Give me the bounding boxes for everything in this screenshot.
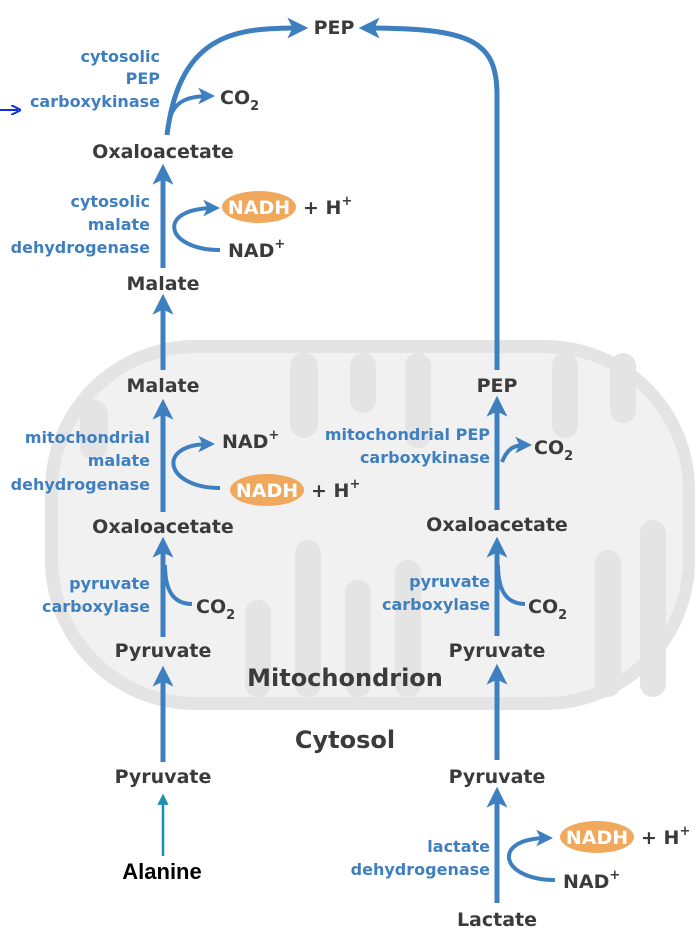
curved-arrow-icon — [163, 564, 193, 606]
enzyme-cytosolic-mdh-line2: malate — [88, 215, 150, 234]
metabolite-pyruvate-mito-right: Pyruvate — [449, 640, 546, 662]
metabolite-pyruvate-mito-left: Pyruvate — [115, 640, 212, 662]
nad-ldh: NAD+ — [563, 868, 620, 893]
enzyme-labels: cytosolic PEP carboxykinase cytosolic ma… — [11, 47, 491, 879]
enzyme-pc-right-line1: pyruvate — [409, 572, 490, 591]
metabolite-pyruvate-cytosol-right: Pyruvate — [449, 766, 546, 788]
enzyme-mito-pepck-line1: mitochondrial PEP — [325, 425, 490, 444]
cofactor-arrows — [163, 87, 556, 882]
enzyme-ldh-line2: dehydrogenase — [351, 860, 490, 879]
metabolite-malate-mito: Malate — [126, 375, 199, 397]
cytosol-label: Cytosol — [295, 726, 395, 754]
curved-arrow-icon — [500, 436, 533, 463]
nad-cytosol: NAD+ — [228, 237, 285, 262]
co2-mito-pepck: CO2 — [534, 437, 573, 464]
enzyme-mito-mdh-line3: dehydrogenase — [11, 475, 150, 494]
metabolite-oxaloacetate-mito-left: Oxaloacetate — [92, 516, 234, 538]
nadh-label-cytosol: NADH — [228, 197, 290, 219]
metabolite-oxaloacetate-mito-right: Oxaloacetate — [426, 514, 568, 536]
nadh-label-mito: NADH — [236, 480, 298, 502]
mitochondrion-label: Mitochondrion — [247, 664, 443, 692]
metabolite-alanine: Alanine — [122, 859, 201, 884]
enzyme-cytosolic-pepck-line1: cytosolic — [80, 47, 160, 66]
nadh-oval — [560, 821, 634, 853]
metabolite-pep-top: PEP — [314, 17, 355, 39]
enzyme-mito-mdh-line2: malate — [88, 451, 150, 470]
nadh-oval — [222, 191, 296, 223]
enzyme-pc-left-line1: pyruvate — [69, 574, 150, 593]
nadh-oval — [230, 474, 304, 506]
enzyme-ldh-line1: lactate — [427, 837, 490, 856]
curved-arrow-icon — [496, 564, 526, 606]
curved-arrow-icon — [172, 199, 221, 252]
enzyme-cytosolic-pepck-line2: PEP — [126, 69, 161, 88]
h-plus-cytosol: + H+ — [303, 194, 352, 219]
enzyme-mito-mdh-line1: mitochondrial — [25, 428, 150, 447]
arrow-icon — [358, 17, 500, 370]
metabolite-lactate: Lactate — [457, 909, 537, 931]
nad-labels: NAD+ NAD+ NAD+ — [222, 237, 620, 893]
nadh-ovals — [222, 191, 634, 853]
curved-arrow-icon — [168, 87, 216, 119]
metabolite-pep-mito: PEP — [477, 375, 518, 397]
h-plus-ldh: + H+ — [641, 824, 690, 849]
enzyme-pc-left-line2: carboxylase — [42, 597, 150, 616]
curved-arrow-icon — [506, 829, 556, 882]
enzyme-pc-right-line2: carboxylase — [382, 595, 490, 614]
co2-left: CO2 — [196, 596, 235, 623]
cofactor-co2-group: CO2 CO2 CO2 CO2 — [196, 87, 573, 623]
co2-top: CO2 — [220, 87, 259, 114]
enzyme-cytosolic-pepck-line3: carboxykinase — [30, 92, 160, 111]
arrow-icon — [164, 17, 309, 136]
cristae — [80, 353, 666, 697]
curved-arrow-icon — [171, 435, 221, 490]
pathway-arrows — [152, 17, 508, 903]
co2-right: CO2 — [528, 596, 567, 623]
nad-mito: NAD+ — [222, 428, 279, 453]
metabolite-malate-cytosol: Malate — [126, 273, 199, 295]
enzyme-cytosolic-mdh-line3: dehydrogenase — [11, 238, 150, 257]
enzyme-cytosolic-mdh-line1: cytosolic — [70, 192, 150, 211]
h-plus-labels: + H+ + H+ + H+ — [303, 194, 690, 849]
enzyme-mito-pepck-line2: carboxykinase — [360, 448, 490, 467]
nadh-label-ldh: NADH — [566, 827, 628, 849]
h-plus-mito: + H+ — [311, 477, 360, 502]
metabolite-oxaloacetate-cytosol: Oxaloacetate — [92, 141, 234, 163]
metabolite-pyruvate-cytosol-left: Pyruvate — [115, 766, 212, 788]
